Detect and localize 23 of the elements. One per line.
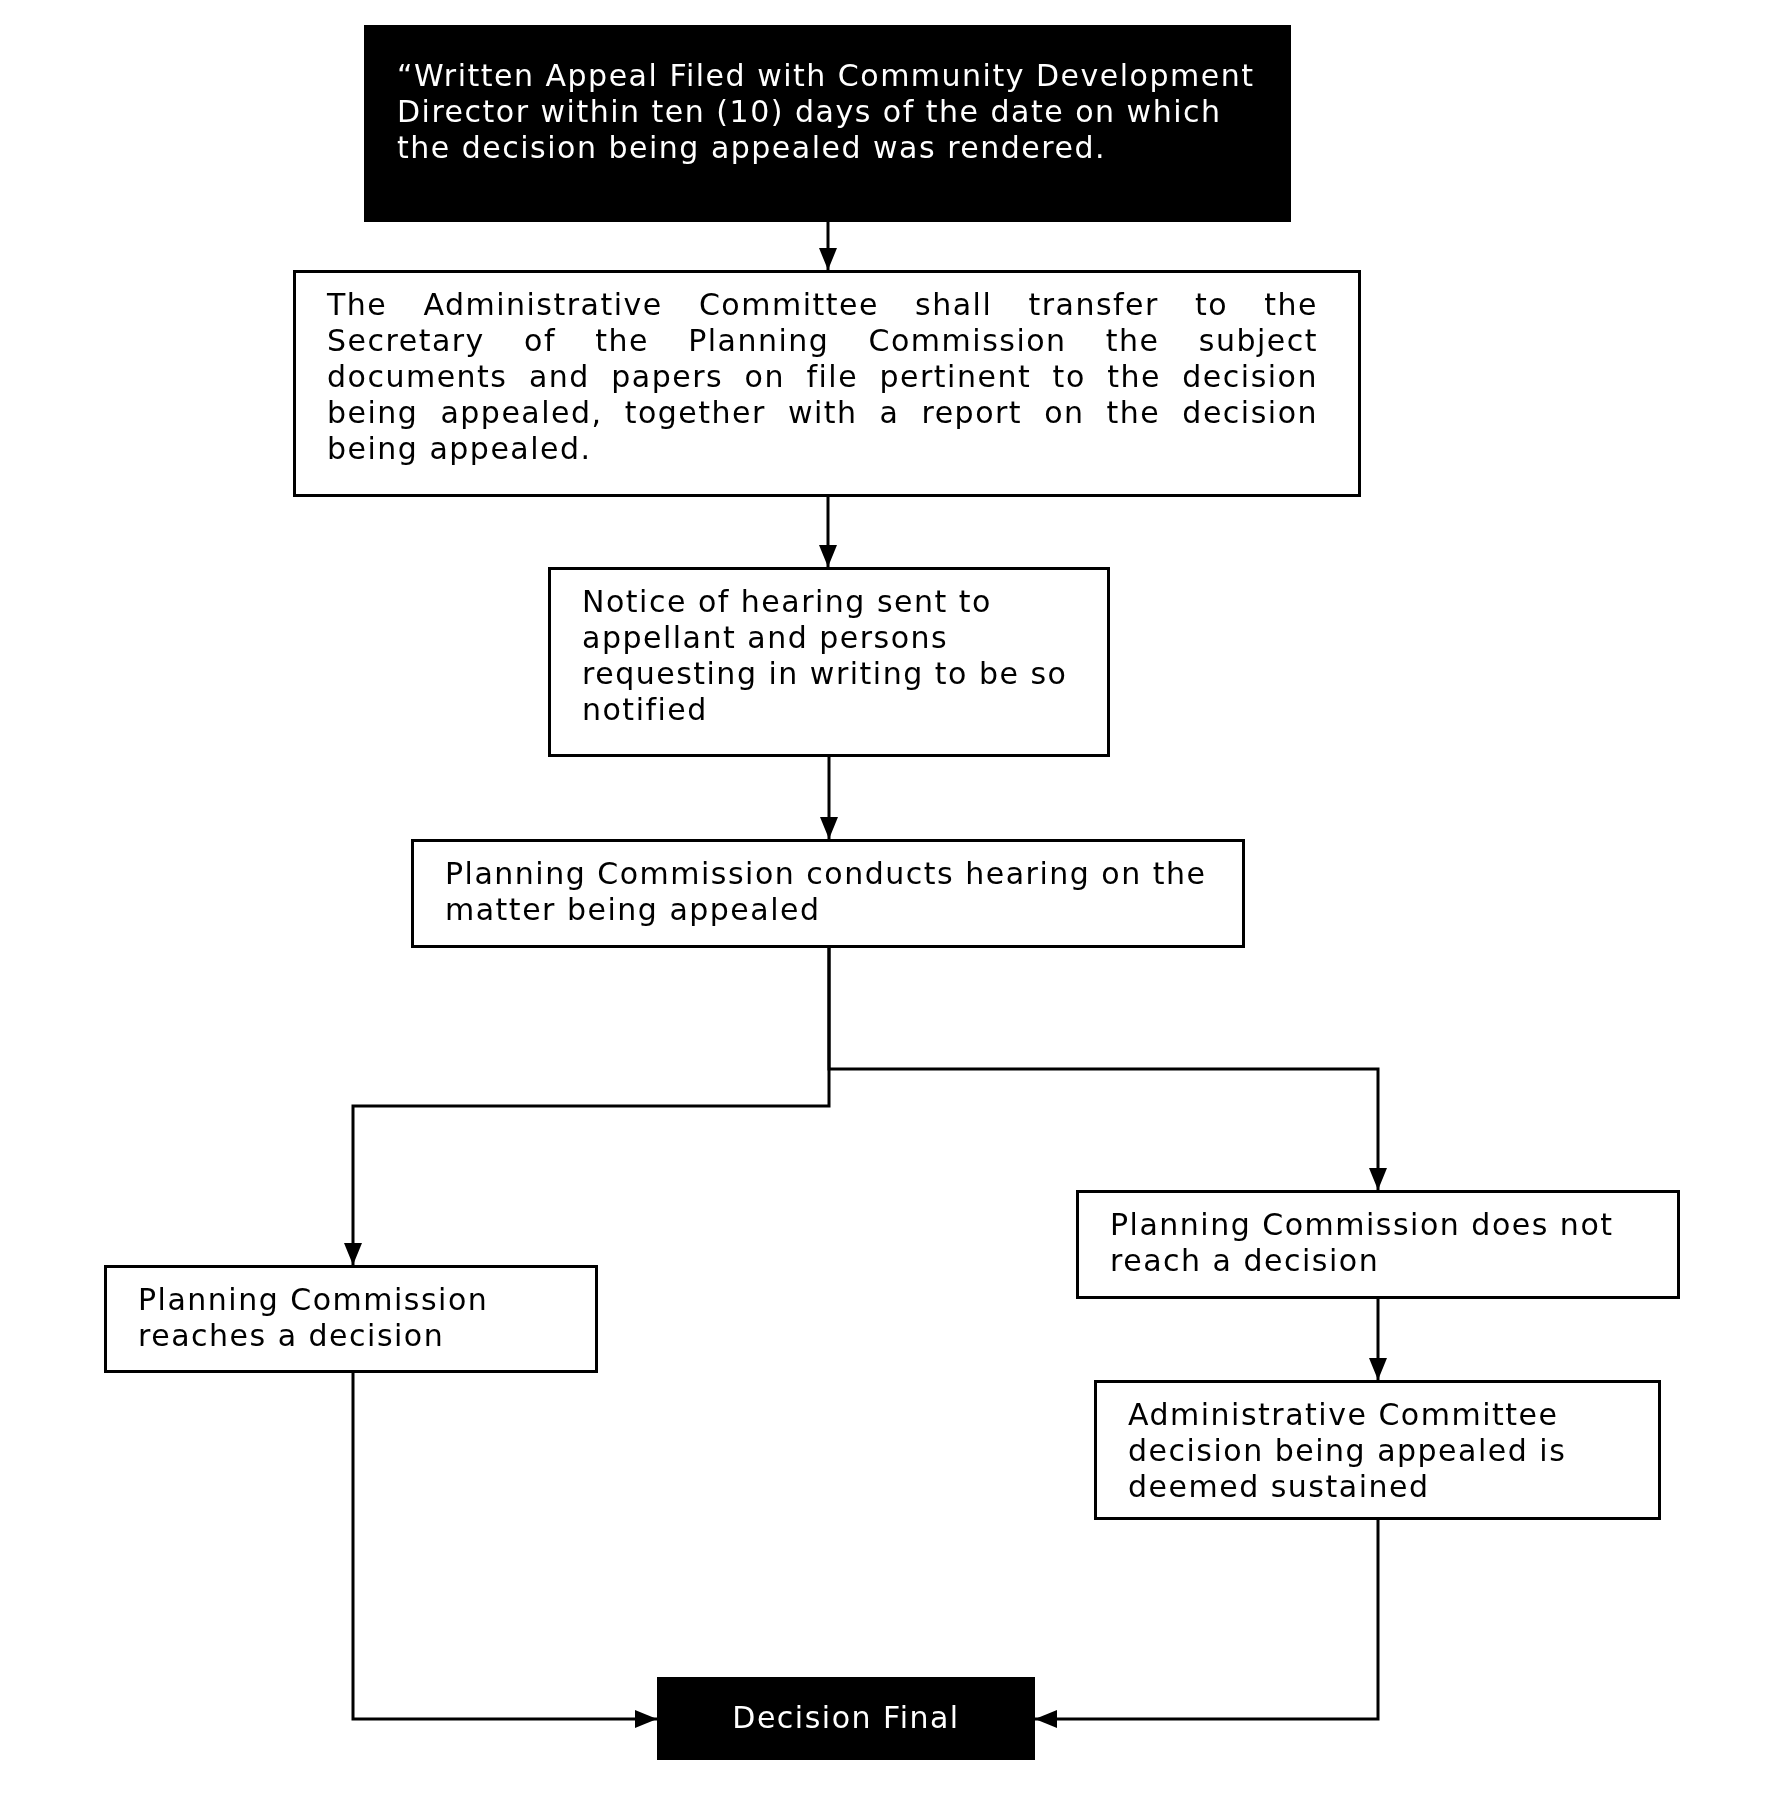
arrow	[820, 757, 838, 839]
process-box	[411, 839, 1245, 948]
process-box	[104, 1265, 598, 1373]
node-text: Planning Commission does not reach a decision	[1110, 1207, 1615, 1279]
arrow	[1369, 1299, 1387, 1380]
node-text: The Administrative Committee shall transfer to the Secretary of the Planning Commission the subject documents and papers on file pertinent to the decision being appealed, together with a report on the decision being appealed.	[327, 287, 1318, 467]
process-box	[657, 1677, 1035, 1760]
arrow	[827, 948, 1387, 1190]
process-box	[293, 270, 1361, 497]
node-text: Planning Commission conducts hearing on the matter being appealed	[445, 856, 1208, 928]
arrow	[819, 222, 837, 270]
arrow	[351, 1373, 657, 1728]
node-text: Planning Commission reaches a decision	[138, 1282, 490, 1354]
process-box	[1076, 1190, 1680, 1299]
node-text: Notice of hearing sent to appellant and persons requesting in writing to be so notified	[582, 584, 1069, 728]
arrow	[819, 497, 837, 567]
node-text: “Written Appeal Filed with Community Development Director within ten (10) days of the date on which the decision being appealed was rendered.	[397, 58, 1256, 166]
process-box	[548, 567, 1110, 757]
arrow	[1035, 1520, 1380, 1728]
process-box	[1094, 1380, 1661, 1520]
process-box	[364, 25, 1291, 222]
node-text: Administrative Committee decision being appealed is deemed sustained	[1128, 1397, 1568, 1505]
node-text: Decision Final	[731, 1700, 961, 1736]
